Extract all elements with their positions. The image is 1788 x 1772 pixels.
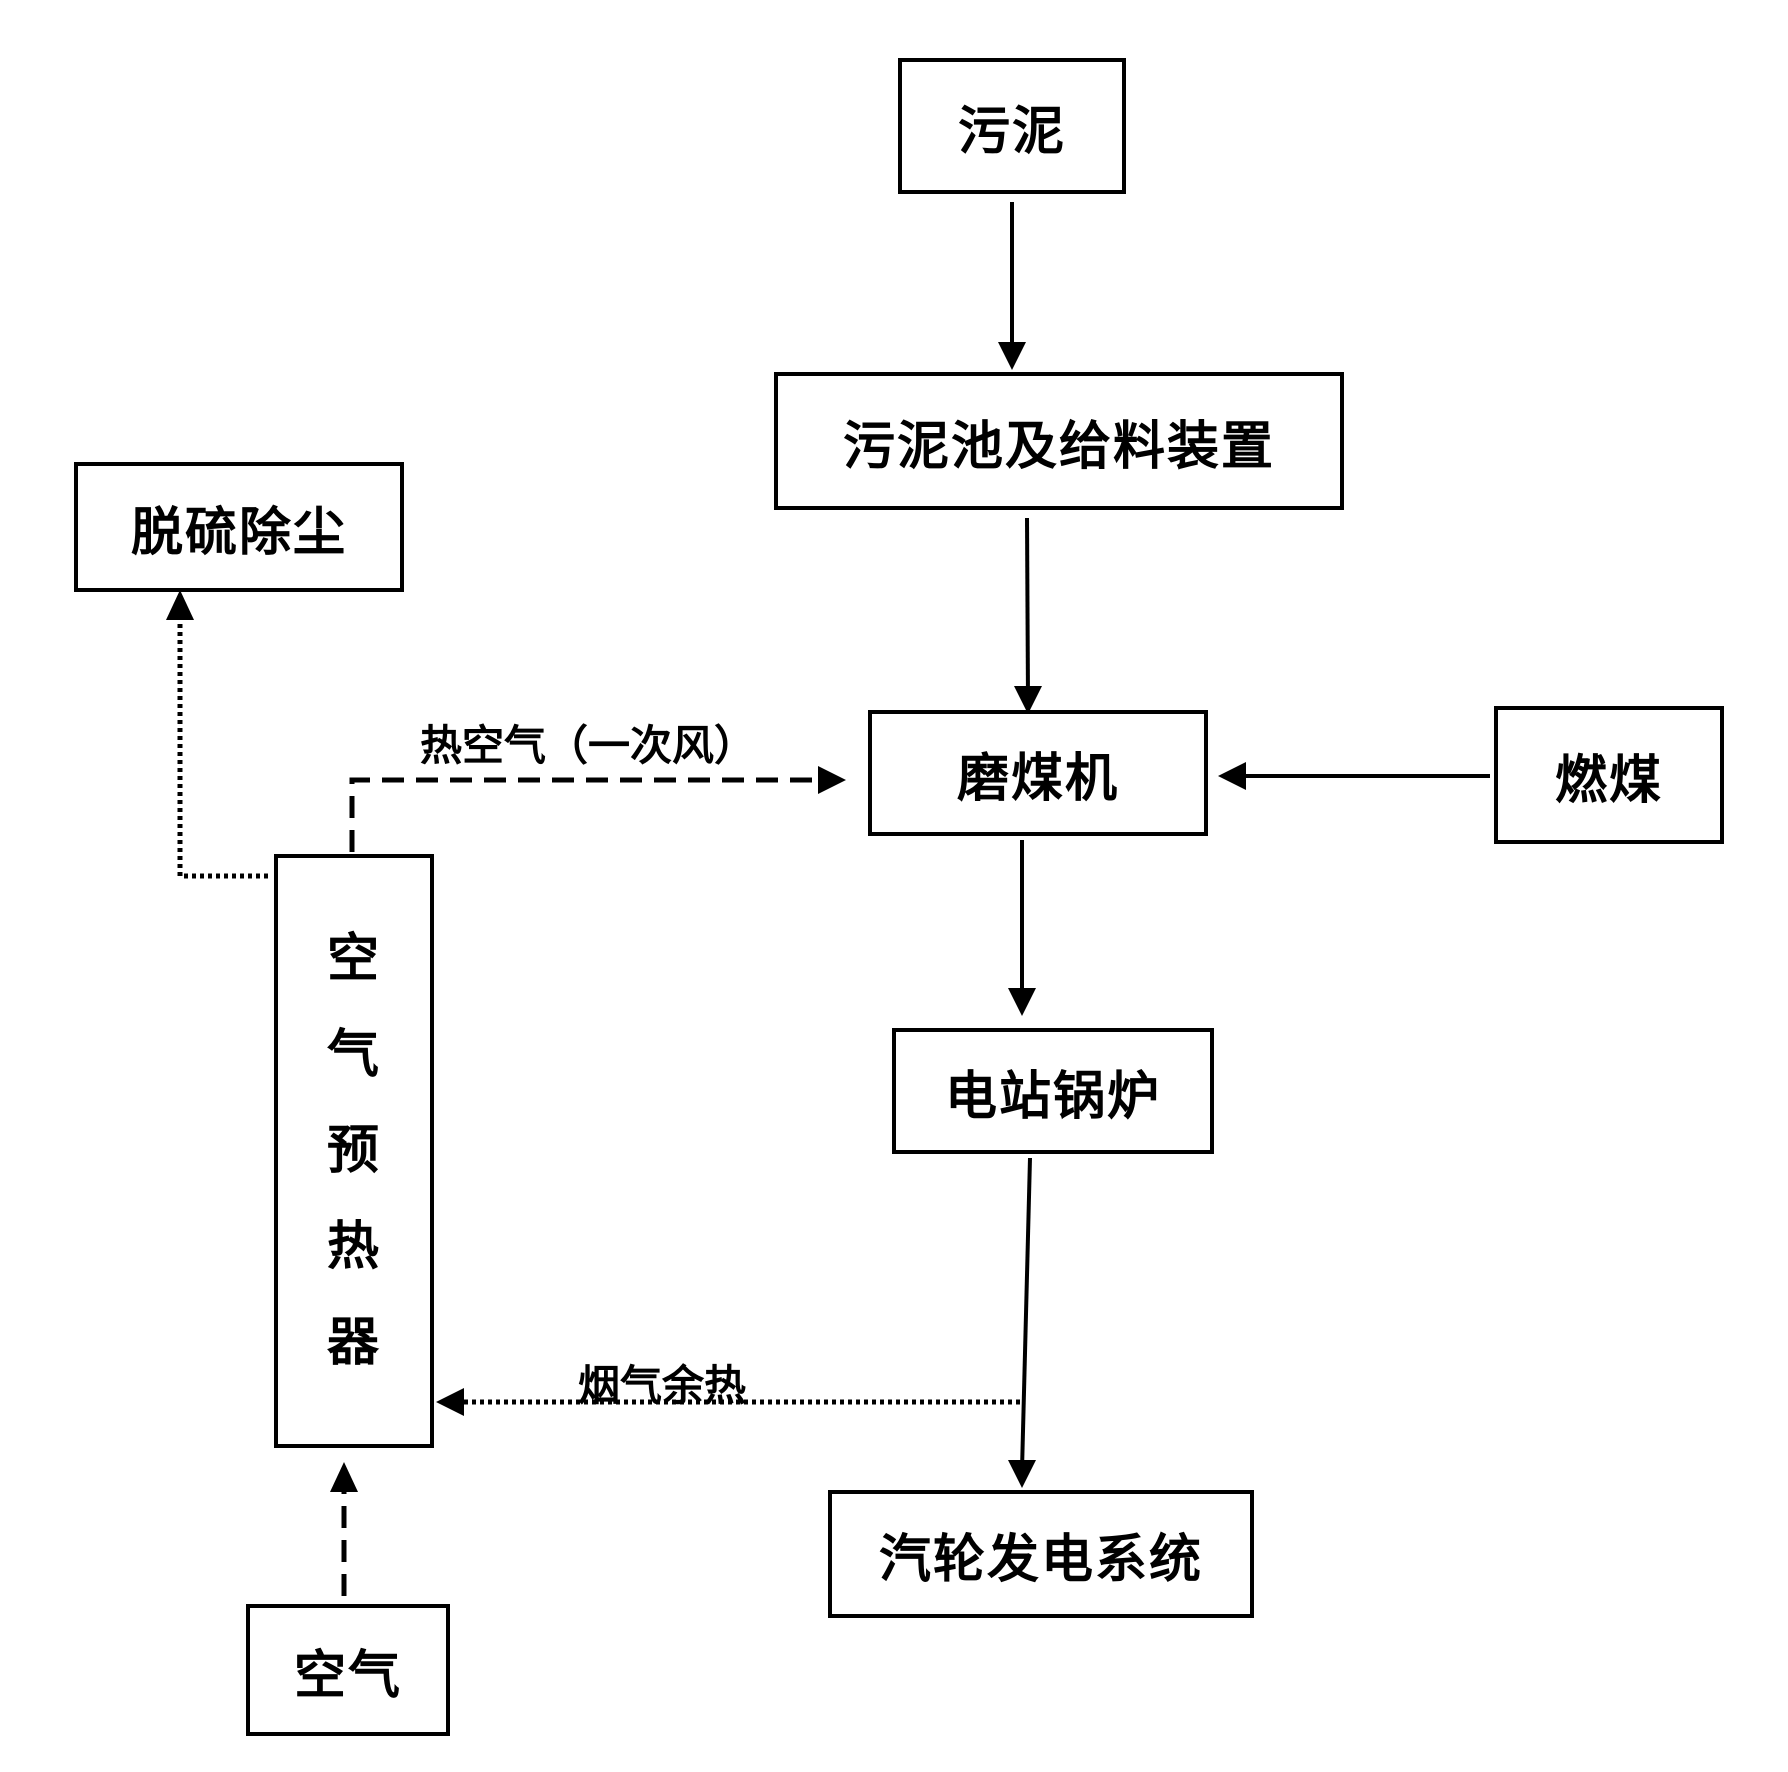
node-air-preheater-char-1: 空 xyxy=(326,929,381,989)
arrowhead-mill-top xyxy=(1014,686,1042,714)
arrowhead-preheater-right xyxy=(436,1388,464,1416)
edge-to-desulfurization xyxy=(177,610,268,879)
arrowhead-desulfurization xyxy=(166,590,194,620)
arrowhead-preheater-bottom xyxy=(330,1462,358,1492)
node-air: 空气 xyxy=(246,1604,450,1736)
edge-hot-air-label: 热空气（一次风） xyxy=(420,721,757,770)
arrowhead-boiler xyxy=(1008,988,1036,1016)
edge-pool-to-mill xyxy=(1025,517,1030,701)
node-sludge-pool: 污泥池及给料装置 xyxy=(774,372,1344,510)
node-turbine-label: 汽轮发电系统 xyxy=(878,1529,1203,1590)
node-air-preheater-char-3: 预 xyxy=(326,1121,381,1181)
node-air-label: 空气 xyxy=(293,1645,402,1706)
node-desulfurization: 脱硫除尘 xyxy=(74,462,404,592)
node-sludge-label: 污泥 xyxy=(957,101,1066,162)
arrowhead-mill-right xyxy=(1218,762,1246,790)
arrowhead-turbine xyxy=(1008,1460,1036,1488)
edge-boiler-to-turbine xyxy=(1020,1157,1032,1471)
node-coal-mill-label: 磨煤机 xyxy=(956,748,1119,809)
node-boiler: 电站锅炉 xyxy=(892,1028,1214,1154)
node-sludge: 污泥 xyxy=(898,58,1126,194)
arrowhead-pool xyxy=(998,342,1026,370)
node-boiler-label: 电站锅炉 xyxy=(944,1066,1161,1127)
node-air-preheater-char-2: 气 xyxy=(326,1025,381,1085)
arrowhead-mill-left xyxy=(818,766,846,794)
node-coal-mill: 磨煤机 xyxy=(868,710,1208,836)
node-air-preheater: 空 气 预 热 器 xyxy=(274,854,434,1448)
node-coal: 燃煤 xyxy=(1494,706,1724,844)
edge-flue-heat-label: 烟气余热 xyxy=(578,1361,747,1410)
node-sludge-pool-label: 污泥池及给料装置 xyxy=(842,416,1275,477)
edge-hot-air xyxy=(349,777,830,852)
node-air-preheater-char-4: 热 xyxy=(326,1217,381,1277)
node-coal-label: 燃煤 xyxy=(1554,750,1663,811)
node-desulfurization-label: 脱硫除尘 xyxy=(130,502,347,563)
node-air-preheater-char-5: 器 xyxy=(326,1313,381,1373)
node-turbine: 汽轮发电系统 xyxy=(828,1490,1254,1618)
